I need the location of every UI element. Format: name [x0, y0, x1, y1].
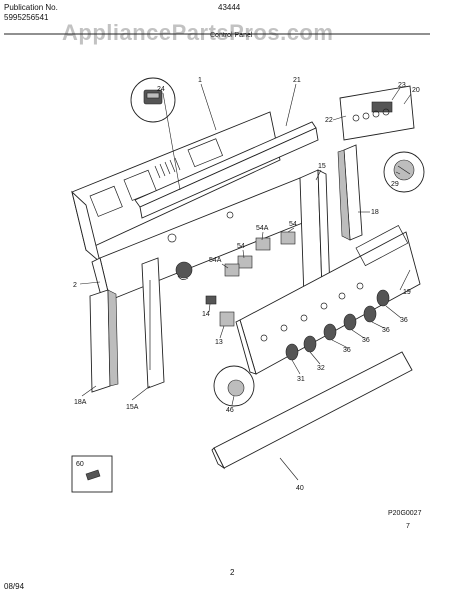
- side-trim-15A: [141, 257, 165, 389]
- callout-18: 18: [371, 209, 379, 216]
- top-rail: [134, 121, 319, 219]
- callout-24: 24: [157, 86, 165, 93]
- publication-label: Publication No.: [4, 3, 58, 12]
- drawing-code: P20G0027: [388, 510, 422, 517]
- callout-36-c: 36: [362, 337, 370, 344]
- knob-36-a: [376, 289, 390, 307]
- callout-36-d: 36: [343, 347, 351, 354]
- callout-31: 31: [297, 376, 305, 383]
- callout-23: 23: [398, 82, 406, 89]
- trim-40: [211, 351, 413, 470]
- callout-46: 46: [226, 407, 234, 414]
- terminal-block: [175, 261, 193, 280]
- callout-7: 7: [406, 523, 410, 530]
- callout-22: 22: [325, 117, 333, 124]
- knob-32: [303, 335, 317, 353]
- footer-date: 08/94: [4, 582, 25, 591]
- knob-36-c: [343, 313, 357, 331]
- screw-60-inset: [71, 455, 113, 493]
- callout-40: 40: [296, 485, 304, 492]
- model-number: 43444: [218, 3, 241, 12]
- bracket-18: [337, 144, 363, 241]
- callout-36-b: 36: [382, 327, 390, 334]
- callout-13: 13: [215, 339, 223, 346]
- watermark: AppliancePartsPros.com: [62, 20, 334, 45]
- callout-54-b: 54: [237, 243, 245, 250]
- callout-54-a: 54: [289, 221, 297, 228]
- knob-36-b: [363, 305, 377, 323]
- callout-32: 32: [317, 365, 325, 372]
- switch-54A-upper: [255, 237, 271, 251]
- switch-54-upper: [280, 231, 296, 245]
- knob-31: [285, 343, 299, 361]
- knob-36-d: [323, 323, 337, 341]
- switch-inset: [130, 77, 176, 123]
- publication-number: 5995256541: [4, 13, 49, 22]
- knob-46-inset: [213, 365, 255, 407]
- callout-1: 1: [198, 77, 202, 84]
- callout-54A-b: 54A: [209, 257, 222, 264]
- knob-inset: [383, 151, 425, 193]
- callout-60: 60: [76, 461, 84, 468]
- footer-page: 2: [230, 568, 235, 577]
- callout-14: 14: [202, 311, 210, 318]
- side-trim-18A: [89, 289, 119, 393]
- leader-lines: [79, 83, 412, 481]
- section-title: Control Panel: [210, 32, 253, 39]
- callout-21: 21: [293, 77, 301, 84]
- callout-54A-a: 54A: [256, 225, 269, 232]
- callout-15A: 15A: [126, 404, 139, 411]
- switch-14: [205, 295, 217, 305]
- back-panel: [71, 111, 281, 264]
- switch-54A-lower: [224, 263, 240, 277]
- callout-2: 2: [73, 282, 77, 289]
- callout-36-a: 36: [400, 317, 408, 324]
- callout-20: 20: [412, 87, 420, 94]
- callout-29: 29: [391, 181, 399, 188]
- callout-18A: 18A: [74, 399, 87, 406]
- callouts: 24 1 21 23 20 22 29 15 18 54A 54 54 54A …: [73, 77, 420, 530]
- callout-15: 15: [318, 163, 326, 170]
- switch-13: [219, 311, 235, 327]
- control-panel: [235, 224, 421, 375]
- switch-54-mid: [237, 255, 253, 269]
- clock-display: [339, 85, 415, 141]
- callout-19: 19: [403, 289, 411, 296]
